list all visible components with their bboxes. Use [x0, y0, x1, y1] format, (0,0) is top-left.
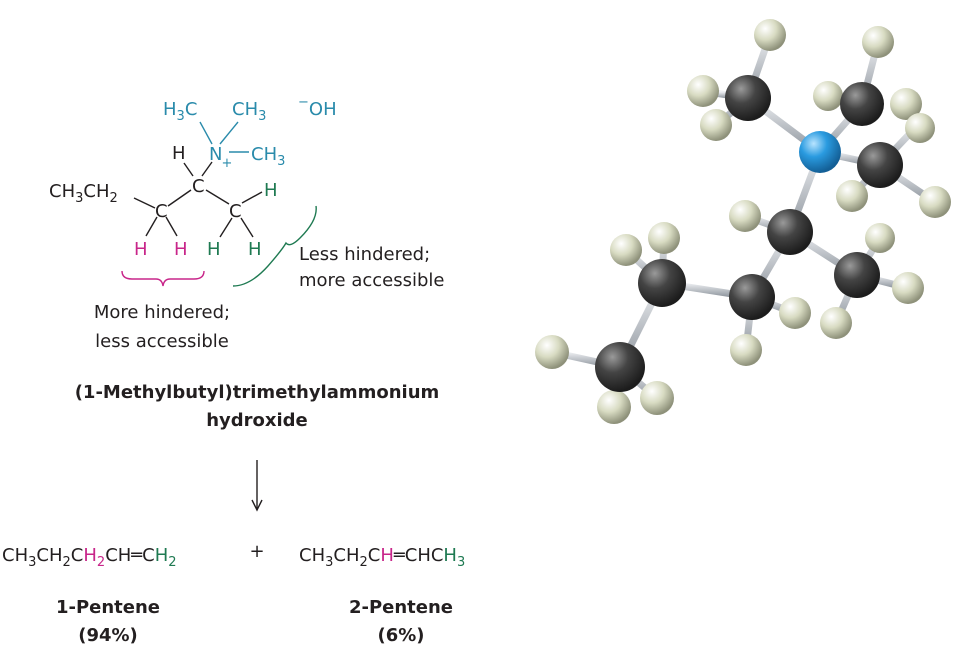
reaction-arrow [251, 460, 263, 512]
hydrogen-atom [700, 109, 732, 141]
hydrogen-atom [597, 390, 631, 424]
magenta-brace [121, 270, 205, 287]
h-top: H [172, 143, 186, 164]
bond-c3-h-a [219, 217, 233, 238]
pentene2-formula: CH3CH2CH═CHCH3 [299, 545, 465, 570]
bond-ethyl-c1 [133, 197, 156, 209]
pentene2-name: 2-Pentene [349, 597, 453, 618]
ethyl-group: CH3CH2 [49, 181, 118, 206]
bond-c1-h-left [145, 216, 158, 237]
plus-sign: + [249, 541, 264, 562]
hydrogen-atom [905, 113, 935, 143]
dimethyl-left: H3C [163, 99, 197, 124]
hydrogen-atom [779, 297, 811, 329]
nitrogen-methyl: CH3 [251, 144, 285, 169]
green-brace [232, 205, 317, 287]
pentene1-formula: CH3CH2CH2CH═CH2 [2, 545, 177, 570]
structural-formula: H3C CH3 −OH N+ CH3 H CH3CH2 C C C H H H … [49, 95, 445, 431]
pentene1-name: 1-Pentene [56, 597, 160, 618]
less-accessible-label: less accessible [95, 331, 229, 352]
hydrogen-atom [892, 272, 924, 304]
bond-c1-h-right [165, 216, 178, 237]
hydrogen-atoms [535, 19, 951, 424]
hydrogen-atom [640, 381, 674, 415]
reactant-name-line1: (1-Methylbutyl)trimethylammonium [75, 382, 440, 403]
bond-n-methyl-left [199, 121, 213, 145]
hydrogen-atom [865, 223, 895, 253]
carbon-atom [834, 252, 880, 298]
hydrogen-atom [535, 335, 569, 369]
pentene2-yield: (6%) [377, 625, 424, 646]
carbon-atom [595, 342, 645, 392]
carbon-atom [840, 82, 884, 126]
less-hindered-label: Less hindered; [299, 244, 430, 265]
hydrogen-atom [729, 200, 761, 232]
hydroxide-ion: −OH [298, 95, 337, 120]
nitrogen-bonds [199, 121, 249, 153]
carbon-atoms [595, 75, 903, 392]
carbon-c2: C [192, 176, 205, 197]
h-c3-right: H [264, 180, 278, 201]
formula-bonds [133, 161, 263, 238]
carbon-c1: C [155, 201, 168, 222]
bond-c1-c2 [167, 189, 192, 207]
bond-c3-h-right [241, 191, 263, 204]
hydrogen-atom [862, 26, 894, 58]
dimethyl-right: CH3 [232, 99, 266, 124]
hydrogen-atom [754, 19, 786, 51]
hydrogen-atom [730, 334, 762, 366]
hydrogen-atom [919, 186, 951, 218]
nitrogen-atom-ball [799, 131, 841, 173]
carbon-c3: C [229, 201, 242, 222]
hydrogen-atom [890, 88, 922, 120]
carbon-atom [729, 274, 775, 320]
hydrogen-atom [836, 180, 868, 212]
bond-c3-h-b [240, 217, 254, 238]
ball-and-stick-model [535, 19, 951, 424]
bond-n-methyl-right [219, 121, 239, 145]
reactant-name-line2: hydroxide [206, 410, 308, 431]
carbon-atom [857, 142, 903, 188]
hydrogen-atom [820, 307, 852, 339]
pentene1-yield: (94%) [78, 625, 138, 646]
bond-c2-h [183, 162, 194, 177]
more-hindered-label: More hindered; [94, 302, 230, 323]
more-accessible-label: more accessible [299, 270, 445, 291]
h-c1-left: H [134, 239, 148, 260]
carbon-atom [767, 209, 813, 255]
carbon-atom [725, 75, 771, 121]
h-c3-a: H [207, 239, 221, 260]
h-c3-b: H [248, 239, 262, 260]
hydrogen-atom [610, 234, 642, 266]
products: CH3CH2CH2CH═CH2 + CH3CH2CH═CHCH3 1-Pente… [2, 541, 465, 646]
nitrogen-atom: N+ [209, 144, 232, 171]
carbon-atom [638, 259, 686, 307]
bond-c2-c3 [205, 189, 230, 205]
hydrogen-atom [687, 75, 719, 107]
h-c1-right: H [174, 239, 188, 260]
bond-c2-n [201, 161, 213, 177]
hydrogen-atom [813, 81, 843, 111]
hydrogen-atom [648, 222, 680, 254]
